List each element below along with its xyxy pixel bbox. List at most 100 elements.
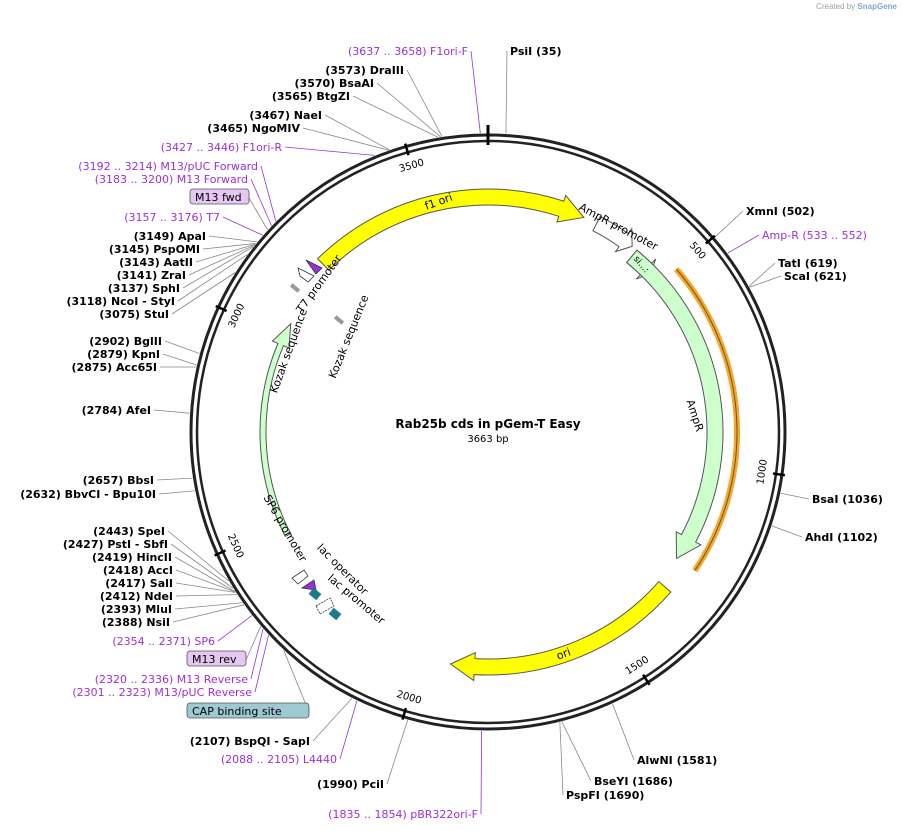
site-label: (3427 .. 3446) F1ori-R [161,141,283,154]
site-label: (2657) BbsI [83,474,154,487]
leader-line [158,490,195,495]
feature-ampr[interactable] [626,249,724,560]
site-label: (2632) BbvCI - Bpu10I [20,488,156,501]
site-label: (2320 .. 2336) M13 Reverse [95,673,248,686]
inner-feature-label: SP6 promoter [261,492,310,564]
credit-prefix: Created by [816,2,856,11]
leader-line [162,353,197,366]
site-label: XmnI (502) [746,205,815,218]
leader-line [175,569,236,593]
ruler-tick [401,707,408,720]
snapgene-brand: SnapGene [857,2,897,11]
feature-ori[interactable] [449,580,672,682]
site-label: (3637 .. 3658) F1ori-F [348,45,468,58]
leader-line [164,340,200,354]
leader-line [561,721,592,782]
ruler-tick [642,674,651,686]
leader-line [324,114,390,151]
site-label: (3137) SphI [108,282,180,295]
site-label: (1835 .. 1854) pBR322ori-F [328,808,478,821]
site-label: (3143) AatII [119,256,193,269]
site-label: (3145) PspOMI [109,243,200,256]
site-label: (2418) AccI [103,564,173,577]
feature-tag[interactable]: CAP binding site [192,705,282,718]
lac-operator-glyph [308,587,322,601]
site-label: TatI (619) [778,257,838,270]
leader-line [612,703,635,761]
leader-line [182,246,254,289]
leader-line [217,615,253,642]
site-label: (2879) KpnI [87,348,160,361]
leader-line [339,700,358,760]
site-label: (3465) NgoMIV [207,122,300,135]
ruler-tick-label: 3000 [227,302,248,330]
map-title: Rab25b cds in pGem-T Easy [395,417,580,431]
feature-rab25b-cds[interactable] [259,322,292,538]
leader-line [470,50,481,134]
feature-label-ori: ori [555,645,573,662]
leader-line [222,216,264,236]
feature-tag-box[interactable] [189,188,250,205]
ruler-tick [404,143,410,156]
cap-site-glyph [328,607,342,621]
inner-feature-label: T7 promoter [293,252,345,316]
feature-f1-ori[interactable] [316,188,585,271]
leader-line [245,626,262,661]
feature-tag[interactable]: M13 rev [192,653,237,666]
inner-feature-label: Kozak sequence [326,293,371,380]
leader-line [284,146,375,156]
leader-line [505,50,508,134]
site-label: PsiI (35) [510,45,561,58]
site-label: (3075) StuI [99,308,169,321]
site-label: (3573) DraIII [325,64,404,77]
feature-tag-box[interactable] [186,702,310,719]
leader-line [352,95,439,138]
leader-line [376,82,441,138]
leader-line [480,730,482,815]
site-label: (2107) BspQI - SapI [190,735,310,748]
site-label: (2427) PstI - SbfI [63,538,168,551]
lac-promoter-glyph [315,597,335,615]
sp6-arrow-glyph [300,579,317,591]
leader-line [714,210,744,238]
kozak-glyph [289,283,301,293]
leader-line [248,197,269,231]
leader-line [177,254,248,302]
ruler-tick-label: 3500 [398,157,426,175]
site-label: (3467) NaeI [249,109,322,122]
leader-line [406,69,443,137]
leader-line [167,530,230,582]
site-label: (2417) SalI [105,577,173,590]
site-label: (2412) NdeI [100,590,173,603]
site-label: (1990) PciI [317,778,384,791]
t7-arrow-glyph [297,267,315,283]
site-label: (3565) BtgZI [272,90,350,103]
leader-line [283,650,310,713]
leader-line [727,234,760,254]
site-label: (3183 .. 3200) M13 Forward [95,173,248,186]
site-label: (2419) HincII [92,551,172,564]
backbone-inner [195,139,781,725]
sp6-promoter-glyph [291,569,309,585]
site-label: (2393) MluI [101,603,172,616]
site-label: AlwNI (1581) [637,754,717,767]
leader-line [171,272,236,315]
site-label: (3141) ZraI [117,269,186,282]
leader-line [175,582,236,593]
feature-tag-box[interactable] [186,650,247,667]
site-label: (3192 .. 3214) M13/pUC Forward [78,160,258,173]
site-label: (2301 .. 2323) M13/pUC Reverse [72,686,252,699]
feature-tag[interactable]: M13 fwd [195,191,242,204]
site-label: ScaI (621) [784,270,847,283]
site-label: PspFI (1690) [566,789,644,802]
site-label: (2388) NsiI [102,616,170,629]
leader-line [749,275,782,288]
site-label: (3157 .. 3176) T7 [124,211,220,224]
leader-line [771,525,803,538]
leader-line [748,262,776,287]
primer-arc-line [675,268,738,571]
feature-ampr-promoter[interactable] [592,215,633,253]
t7-promoter-glyph [305,259,323,275]
ruler-tick-label: 2000 [395,689,423,707]
site-label: Amp-R (533 .. 552) [762,229,867,242]
